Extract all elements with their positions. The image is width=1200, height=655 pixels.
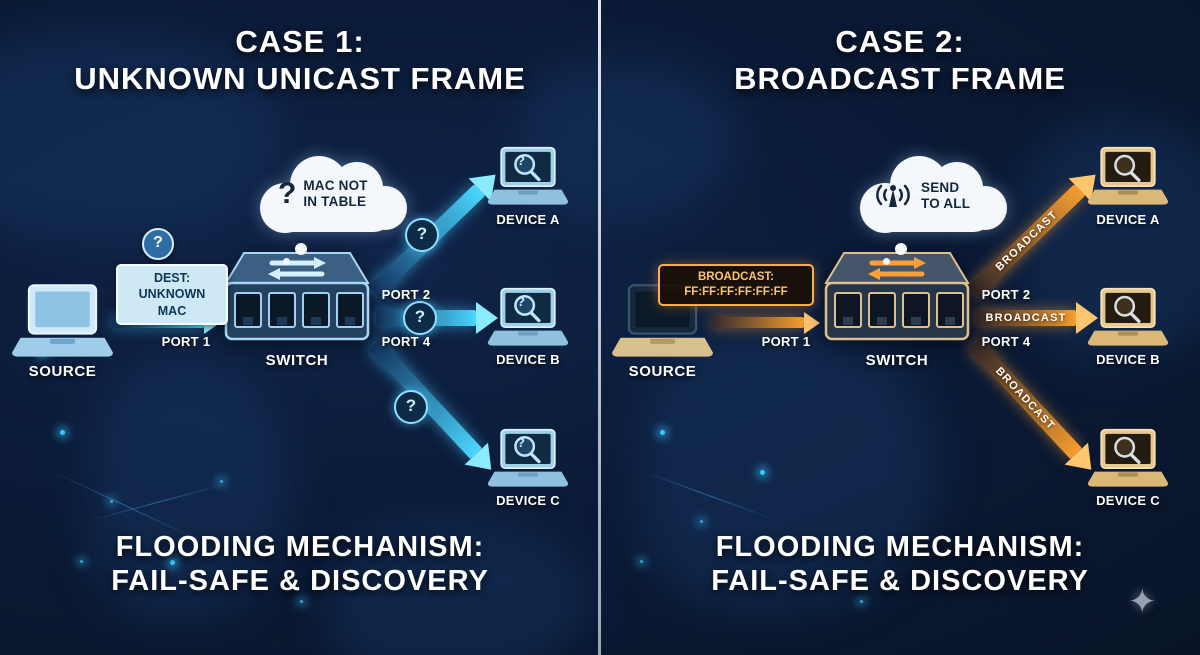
arrow-question-badge-a: ? <box>405 218 439 252</box>
magnifier-question-icon: ? <box>517 294 525 309</box>
device-c-label: DEVICE C <box>1096 493 1160 508</box>
device-c: ? <box>486 428 570 490</box>
switch-label: SWITCH <box>865 352 929 369</box>
port2-label: PORT 2 <box>981 287 1031 302</box>
unknown-query-badge: ? <box>142 228 174 260</box>
frame-label-line1: BROADCAST: <box>697 271 775 283</box>
port1-label: PORT 1 <box>761 334 811 349</box>
arrow-question-badge-b: ? <box>403 301 437 335</box>
map-dot <box>640 560 643 563</box>
frame-label-line2: UNKNOWN MAC <box>138 287 206 318</box>
device-b-label: DEVICE B <box>1096 352 1160 367</box>
map-dot <box>860 600 863 603</box>
map-dot <box>110 500 113 503</box>
frame-label-box: BROADCAST: FF:FF:FF:FF:FF:FF <box>658 264 814 306</box>
sparkle-logo-icon: ✦ <box>1128 583 1157 621</box>
source-label: SOURCE <box>28 363 97 380</box>
map-landmass <box>330 520 590 655</box>
map-landmass <box>640 330 940 610</box>
thought-bubble-dot <box>895 243 907 255</box>
device-a: ? <box>486 146 570 208</box>
case1-footer-line2: FAIL-SAFE & DISCOVERY <box>111 565 489 598</box>
source-label: SOURCE <box>628 363 697 380</box>
case2-footer: FLOODING MECHANISM: FAIL-SAFE & DISCOVER… <box>600 530 1200 598</box>
map-dot <box>60 430 65 435</box>
map-dot <box>760 470 765 475</box>
case1-footer: FLOODING MECHANISM: FAIL-SAFE & DISCOVER… <box>0 530 600 598</box>
device-b <box>1086 287 1170 349</box>
broadcast-arrow-label: BROADCAST <box>985 312 1067 324</box>
case1-title-line1: CASE 1: <box>235 24 365 59</box>
map-dot <box>170 560 175 565</box>
device-c-laptop-icon <box>1086 428 1170 490</box>
thought-text: MAC NOT IN TABLE <box>303 178 367 209</box>
case1-title: CASE 1: UNKNOWN UNICAST FRAME <box>0 24 600 97</box>
map-landmass <box>90 360 290 620</box>
thought-bubble-dot <box>295 243 307 255</box>
map-dot <box>220 480 223 483</box>
case1-footer-line1: FLOODING MECHANISM: <box>115 531 485 563</box>
map-dot <box>660 430 665 435</box>
thought-text: SEND TO ALL <box>921 180 970 211</box>
thought-text-line2: TO ALL <box>921 195 971 211</box>
question-mark-icon: ? <box>278 176 297 210</box>
device-b: ? <box>486 287 570 349</box>
device-a-laptop-icon <box>1086 146 1170 208</box>
thought-text-line1: SEND <box>921 180 960 195</box>
case2-title-line2: BROADCAST FRAME <box>734 60 1066 96</box>
port4-label: PORT 4 <box>981 334 1031 349</box>
device-c <box>1086 428 1170 490</box>
port4-label: PORT 4 <box>381 334 431 349</box>
thought-text-line2: IN TABLE <box>303 193 367 209</box>
device-a-label: DEVICE A <box>1096 212 1160 227</box>
broadcast-arrow-device-b: BROADCAST <box>976 310 1076 326</box>
map-dot <box>300 600 303 603</box>
switch-icon <box>222 247 372 343</box>
map-dot <box>700 520 703 523</box>
thought-cloud-content: ? MAC NOT IN TABLE <box>278 178 368 209</box>
switch-label: SWITCH <box>265 352 329 369</box>
frame-arrow <box>712 317 804 328</box>
broadcast-antenna-icon <box>876 184 910 207</box>
switch-icon <box>822 247 972 343</box>
broadcast-arrow-device-c: BROADCAST <box>968 338 1083 460</box>
thought-cloud-content: SEND TO ALL <box>872 180 970 211</box>
source-laptop-icon <box>10 283 115 361</box>
panel-case1: CASE 1: UNKNOWN UNICAST FRAME SOURCE ? D… <box>0 0 600 655</box>
port1-label: PORT 1 <box>161 334 211 349</box>
case1-title-line2: UNKNOWN UNICAST FRAME <box>74 60 526 96</box>
device-b-label: DEVICE B <box>496 352 560 367</box>
thought-text-line1: MAC NOT <box>303 178 368 193</box>
broadcast-arrow-label: BROADCAST <box>993 365 1058 433</box>
magnifier-question-icon: ? <box>517 153 525 168</box>
map-dot <box>80 560 83 563</box>
device-b-laptop-icon <box>1086 287 1170 349</box>
thought-bubble-dot <box>883 258 890 265</box>
device-a <box>1086 146 1170 208</box>
panel-divider <box>598 0 601 655</box>
device-c-label: DEVICE C <box>496 493 560 508</box>
frame-label-line1: DEST: <box>153 271 191 285</box>
frame-label-box: DEST: UNKNOWN MAC <box>116 264 228 325</box>
case2-footer-line1: FLOODING MECHANISM: <box>715 531 1085 563</box>
magnifier-question-icon: ? <box>517 435 525 450</box>
case2-title: CASE 2: BROADCAST FRAME <box>600 24 1200 97</box>
panel-case2: CASE 2: BROADCAST FRAME SOURCE BROADCAST… <box>600 0 1200 655</box>
frame-label-line2: FF:FF:FF:FF:FF:FF <box>684 285 788 298</box>
case2-title-line1: CASE 2: <box>835 24 965 59</box>
case2-footer-line2: FAIL-SAFE & DISCOVERY <box>711 565 1089 598</box>
arrow-question-badge-c: ? <box>394 390 428 424</box>
port2-label: PORT 2 <box>381 287 431 302</box>
thought-bubble-dot <box>283 258 290 265</box>
device-a-label: DEVICE A <box>496 212 560 227</box>
